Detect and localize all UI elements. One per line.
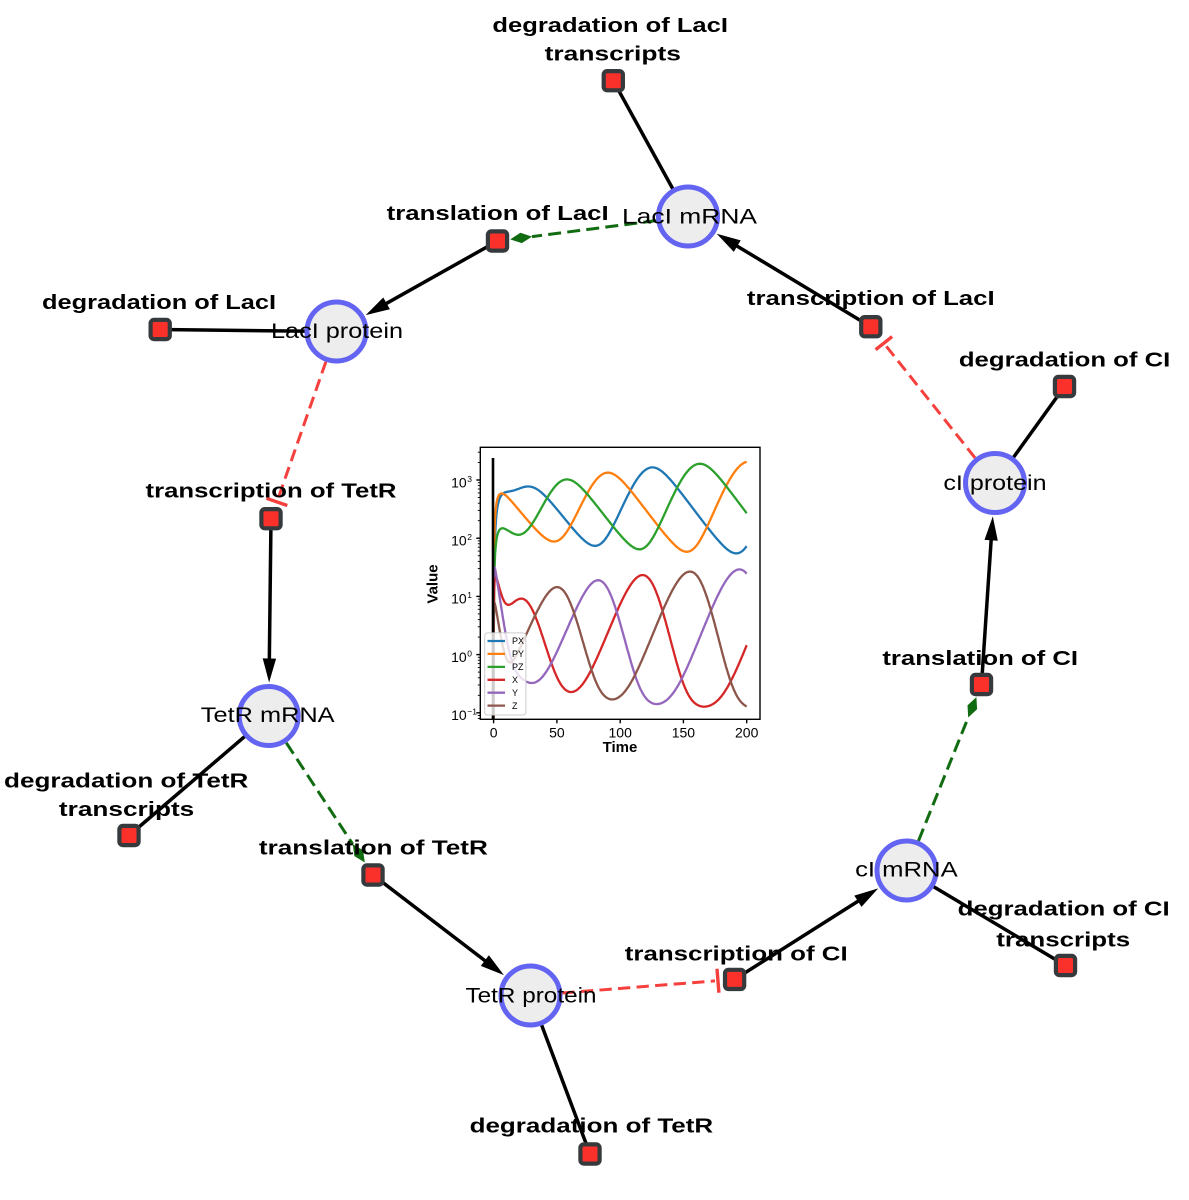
- svg-text:translation of TetR: translation of TetR: [259, 837, 489, 859]
- svg-text:PZ: PZ: [512, 662, 524, 672]
- svg-text:cI protein: cI protein: [943, 472, 1046, 495]
- svg-text:degradation of LacI: degradation of LacI: [492, 15, 728, 37]
- svg-text:100: 100: [609, 725, 633, 741]
- svg-text:10: 10: [451, 707, 467, 723]
- svg-text:1: 1: [467, 590, 472, 600]
- svg-text:−1: −1: [467, 707, 477, 717]
- svg-text:LacI mRNA: LacI mRNA: [622, 205, 757, 228]
- svg-text:PY: PY: [512, 649, 524, 659]
- svg-text:degradation of TetR: degradation of TetR: [4, 771, 249, 793]
- svg-text:transcripts: transcripts: [59, 799, 194, 821]
- svg-text:3: 3: [467, 474, 472, 484]
- svg-text:transcription of TetR: transcription of TetR: [146, 481, 398, 503]
- svg-text:transcripts: transcripts: [996, 929, 1130, 951]
- svg-text:150: 150: [672, 725, 696, 741]
- svg-text:degradation of CI: degradation of CI: [959, 350, 1171, 372]
- svg-text:transcripts: transcripts: [545, 44, 681, 66]
- svg-text:degradation of CI: degradation of CI: [958, 898, 1170, 920]
- svg-text:Value: Value: [425, 564, 442, 603]
- svg-text:PX: PX: [512, 636, 524, 646]
- svg-text:translation of CI: translation of CI: [882, 648, 1078, 670]
- svg-text:Z: Z: [512, 701, 518, 711]
- svg-text:X: X: [512, 675, 518, 685]
- svg-text:50: 50: [549, 725, 565, 741]
- svg-text:LacI protein: LacI protein: [271, 320, 403, 343]
- svg-text:TetR protein: TetR protein: [466, 984, 597, 1007]
- svg-text:TetR mRNA: TetR mRNA: [201, 704, 335, 727]
- svg-text:10: 10: [451, 649, 467, 665]
- svg-text:degradation of TetR: degradation of TetR: [470, 1116, 714, 1138]
- svg-text:transcription of LacI: transcription of LacI: [747, 288, 995, 310]
- svg-text:transcription of CI: transcription of CI: [625, 943, 848, 965]
- svg-text:0: 0: [467, 648, 472, 658]
- svg-text:cI mRNA: cI mRNA: [855, 858, 958, 881]
- svg-text:degradation of LacI: degradation of LacI: [42, 292, 276, 314]
- svg-text:200: 200: [735, 725, 759, 741]
- svg-text:Time: Time: [603, 739, 638, 756]
- svg-text:2: 2: [467, 532, 472, 542]
- svg-text:10: 10: [451, 533, 467, 549]
- svg-text:10: 10: [451, 591, 467, 607]
- svg-text:Y: Y: [512, 688, 518, 698]
- svg-text:10: 10: [451, 474, 467, 490]
- svg-text:0: 0: [490, 725, 498, 741]
- svg-text:translation of LacI: translation of LacI: [387, 203, 609, 225]
